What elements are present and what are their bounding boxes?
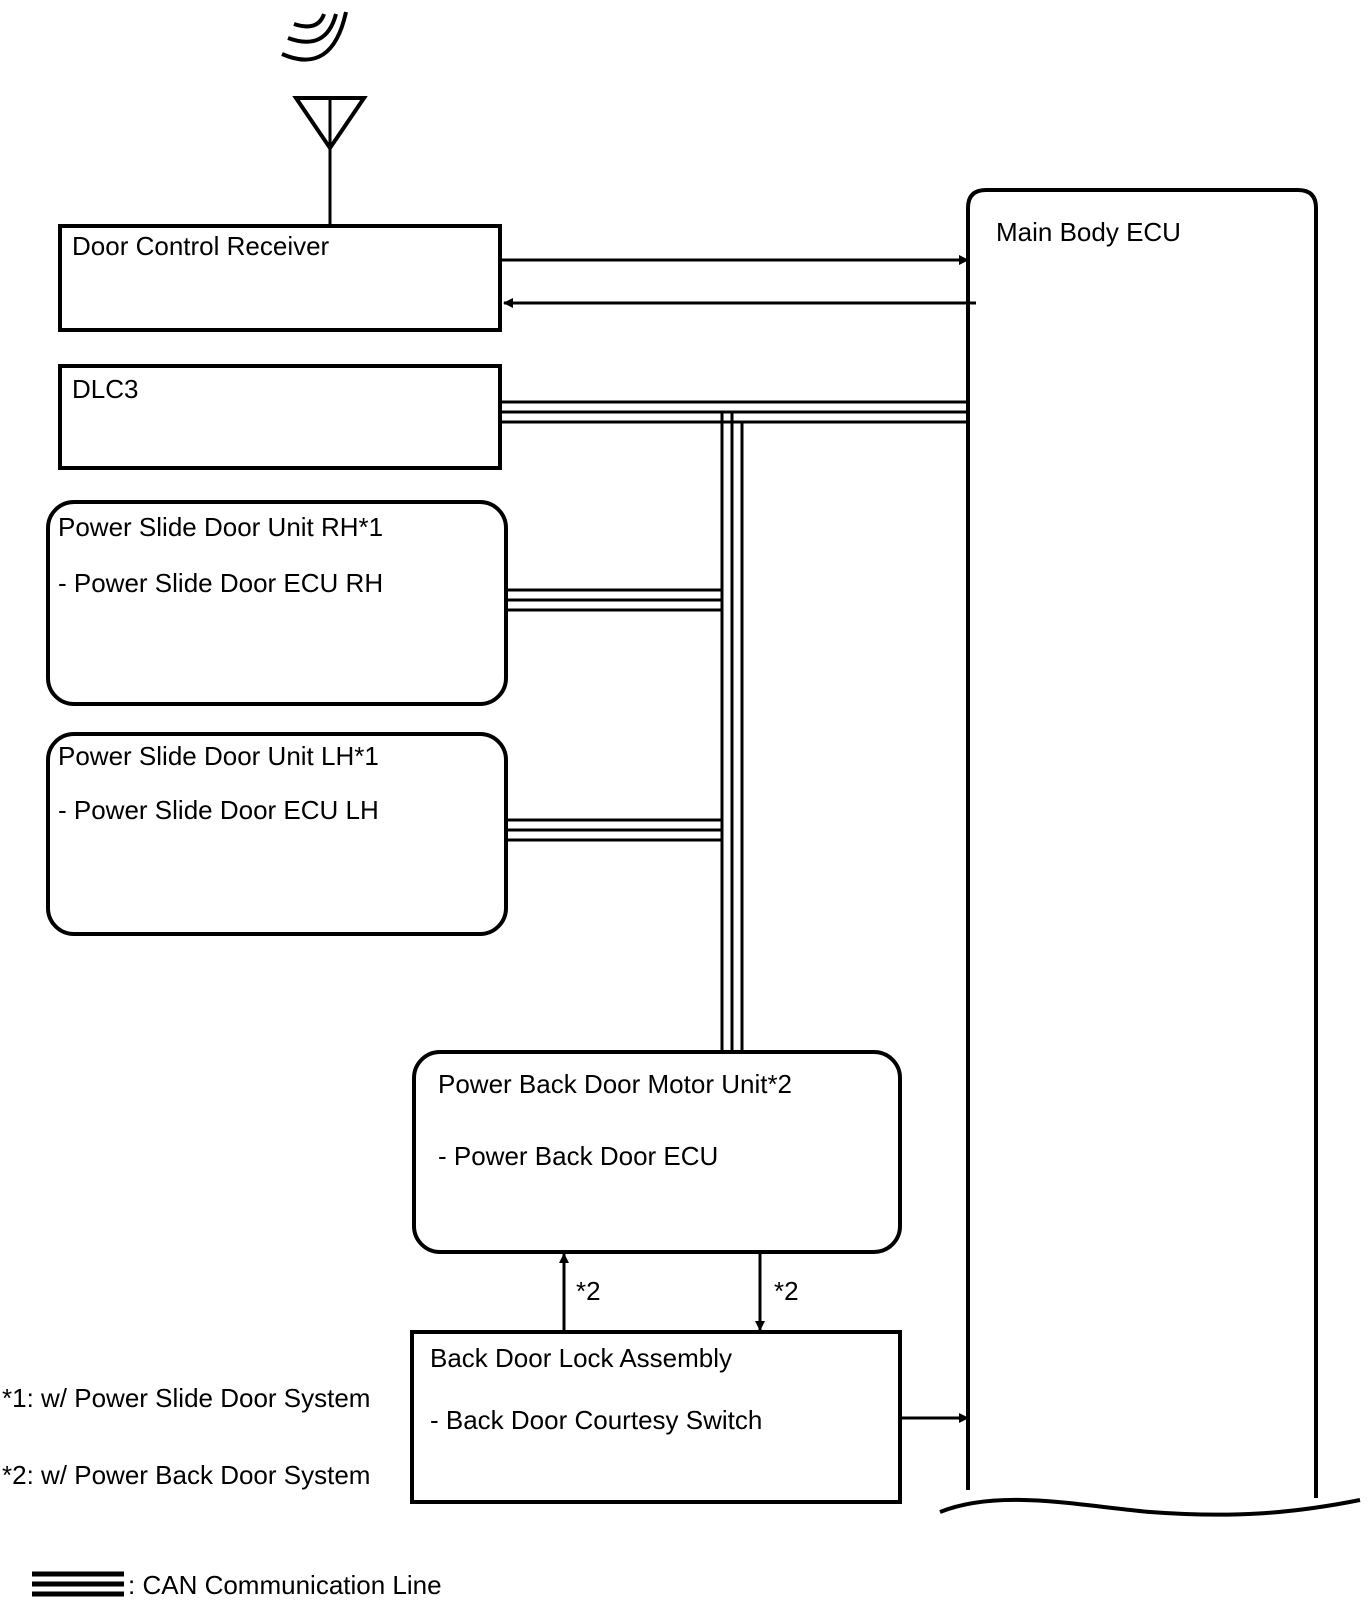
note-1: *1: w/ Power Slide Door System [2, 1383, 370, 1413]
back-door-lock-title: Back Door Lock Assembly [430, 1343, 732, 1373]
psd-rh-title: Power Slide Door Unit RH*1 [58, 512, 383, 542]
power-back-door-motor-unit-box [412, 1050, 902, 1254]
legend-can-line-symbol [32, 1571, 124, 1597]
radio-waves-icon [281, 11, 348, 62]
power-slide-door-unit-rh-box [46, 500, 508, 706]
arrow-down-mark: *2 [774, 1276, 799, 1306]
pbd-motor-sub: - Power Back Door ECU [438, 1141, 718, 1171]
can-bus [500, 400, 968, 1050]
back-door-lock-sub: - Back Door Courtesy Switch [430, 1405, 762, 1435]
door-control-receiver-box [58, 224, 502, 332]
pbd-motor-title: Power Back Door Motor Unit*2 [438, 1069, 792, 1099]
legend-can-line-label: : CAN Communication Line [128, 1570, 442, 1600]
back-door-lock-assembly-box [410, 1330, 902, 1504]
dlc3-box [58, 364, 502, 470]
main-body-ecu-label: Main Body ECU [996, 217, 1181, 247]
power-slide-door-unit-lh-box [46, 732, 508, 936]
antenna-icon [292, 96, 368, 224]
psd-lh-title: Power Slide Door Unit LH*1 [58, 741, 379, 771]
note-2: *2: w/ Power Back Door System [2, 1460, 370, 1490]
psd-lh-sub: - Power Slide Door ECU LH [58, 795, 379, 825]
main-body-ecu-break-line [939, 1497, 1361, 1517]
door-control-receiver-label: Door Control Receiver [72, 231, 330, 261]
psd-rh-sub: - Power Slide Door ECU RH [58, 568, 383, 598]
arrow-up-mark: *2 [576, 1276, 601, 1306]
main-body-ecu-box [966, 188, 1318, 1498]
dlc3-label: DLC3 [72, 374, 138, 404]
